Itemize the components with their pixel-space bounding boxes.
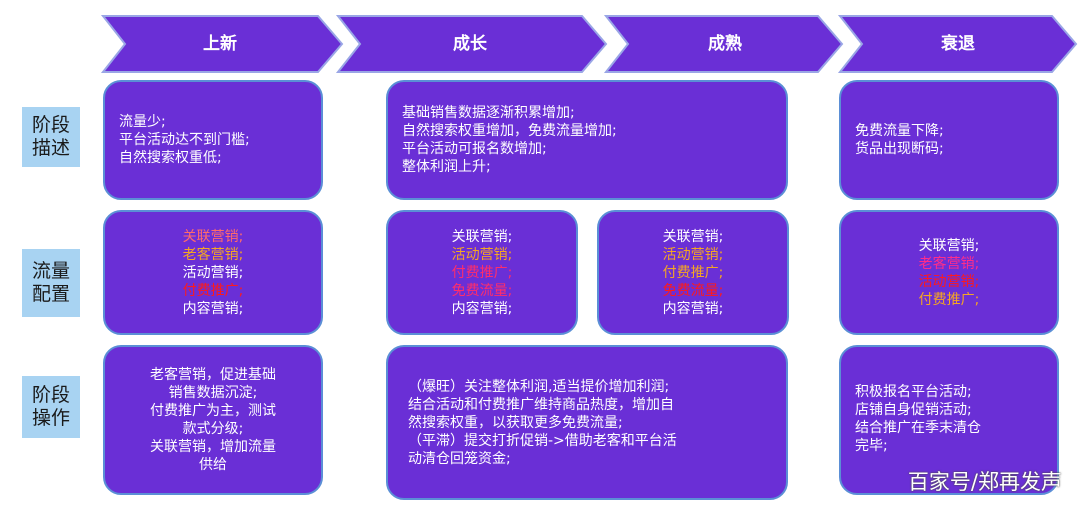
stage-label-decline: 衰退: [941, 34, 975, 54]
operation-line: 老客营销，促进基础: [150, 367, 276, 383]
watermark: 百家号/郑再发声: [907, 470, 1062, 494]
stage-label-launch: 上新: [203, 34, 237, 54]
operation-line: （爆旺）关注整体利润,适当提价增加利润;: [408, 378, 670, 395]
description-box-decline: 免费流量下降; 货品出现断码;: [839, 80, 1059, 200]
traffic-item: 关联营销;: [451, 228, 513, 245]
description-line: 货品出现断码;: [855, 141, 944, 157]
chevron-stage-launch: [100, 15, 344, 73]
row-label-description: 阶段 描述: [22, 107, 80, 167]
traffic-item: 内容营销;: [451, 300, 513, 317]
operation-box-launch: 老客营销，促进基础 销售数据沉淀; 付费推广为主，测试 款式分级; 关联营销，增…: [103, 345, 323, 495]
traffic-item: 内容营销;: [182, 300, 244, 317]
traffic-box-growth: 关联营销; 活动营销; 付费推广; 免费流量; 内容营销;: [386, 210, 578, 335]
description-box-growth-mature: 基础销售数据逐渐积累增加; 自然搜索权重增加，免费流量增加; 平台活动可报名数增…: [386, 80, 788, 200]
operation-line: 结合活动和付费推广维持商品热度，增加自: [408, 396, 674, 413]
traffic-item: 内容营销;: [662, 300, 724, 317]
traffic-item: 付费推广;: [918, 291, 980, 308]
operation-line: 积极报名平台活动;: [855, 384, 972, 400]
row-label-traffic: 流量 配置: [22, 249, 80, 317]
traffic-item: 付费推广;: [182, 282, 244, 299]
operation-line: 动清仓回笼资金;: [408, 450, 511, 467]
operation-line: （平滞）提交打折促销->借助老客和平台活: [408, 432, 677, 449]
chevron-stage-decline: [837, 15, 1078, 73]
description-line: 自然搜索权重低;: [119, 150, 222, 166]
stage-chevrons: [100, 15, 1078, 73]
traffic-box-decline: 关联营销; 老客营销; 活动营销; 付费推广;: [839, 210, 1059, 335]
chevron-stage-growth: [335, 15, 608, 73]
description-line: 基础销售数据逐渐积累增加;: [402, 105, 575, 121]
description-line: 平台活动达不到门槛;: [119, 132, 250, 148]
traffic-item: 活动营销;: [662, 246, 724, 263]
description-line: 流量少;: [119, 114, 166, 130]
traffic-item: 付费推广;: [662, 264, 724, 281]
traffic-item: 关联营销;: [182, 228, 244, 245]
operation-line: 然搜索权重，以获取更多免费流量;: [408, 414, 623, 431]
traffic-box-mature: 关联营销; 活动营销; 付费推广; 免费流量; 内容营销;: [597, 210, 789, 335]
traffic-item: 活动营销;: [182, 264, 244, 281]
chevron-stage-mature: [603, 15, 844, 73]
row-label-operation: 阶段 操作: [22, 376, 80, 438]
traffic-item: 付费推广;: [451, 264, 513, 281]
traffic-item: 关联营销;: [918, 237, 980, 254]
description-line: 自然搜索权重增加，免费流量增加;: [402, 123, 617, 139]
traffic-item: 关联营销;: [662, 228, 724, 245]
operation-line: 完毕;: [855, 438, 888, 454]
operation-line: 店铺自身促销活动;: [855, 402, 972, 418]
description-line: 整体利润上升;: [402, 159, 491, 175]
traffic-item: 老客营销;: [918, 255, 980, 272]
traffic-item: 免费流量;: [662, 282, 724, 299]
traffic-item: 老客营销;: [182, 246, 244, 263]
description-line: 免费流量下降;: [855, 123, 944, 139]
operation-line: 款式分级;: [182, 421, 244, 437]
operation-line: 结合推广在季末清仓: [855, 420, 981, 436]
operation-box-growth-mature: （爆旺）关注整体利润,适当提价增加利润; 结合活动和付费推广维持商品热度，增加自…: [386, 345, 788, 500]
operation-line: 供给: [199, 457, 227, 473]
stage-label-mature: 成熟: [708, 34, 742, 54]
operation-line: 销售数据沉淀;: [168, 385, 258, 401]
stage-label-growth: 成长: [453, 34, 487, 54]
operation-line: 关联营销，增加流量: [150, 439, 276, 455]
traffic-item: 活动营销;: [918, 273, 980, 290]
traffic-item: 活动营销;: [451, 246, 513, 263]
description-box-launch: 流量少; 平台活动达不到门槛; 自然搜索权重低;: [103, 80, 323, 200]
operation-line: 付费推广为主，测试: [150, 403, 276, 419]
traffic-box-launch: 关联营销; 老客营销; 活动营销; 付费推广; 内容营销;: [103, 210, 323, 335]
traffic-item: 免费流量;: [451, 282, 513, 299]
operation-box-decline: 积极报名平台活动; 店铺自身促销活动; 结合推广在季末清仓 完毕;: [839, 345, 1059, 495]
description-line: 平台活动可报名数增加;: [402, 141, 547, 157]
